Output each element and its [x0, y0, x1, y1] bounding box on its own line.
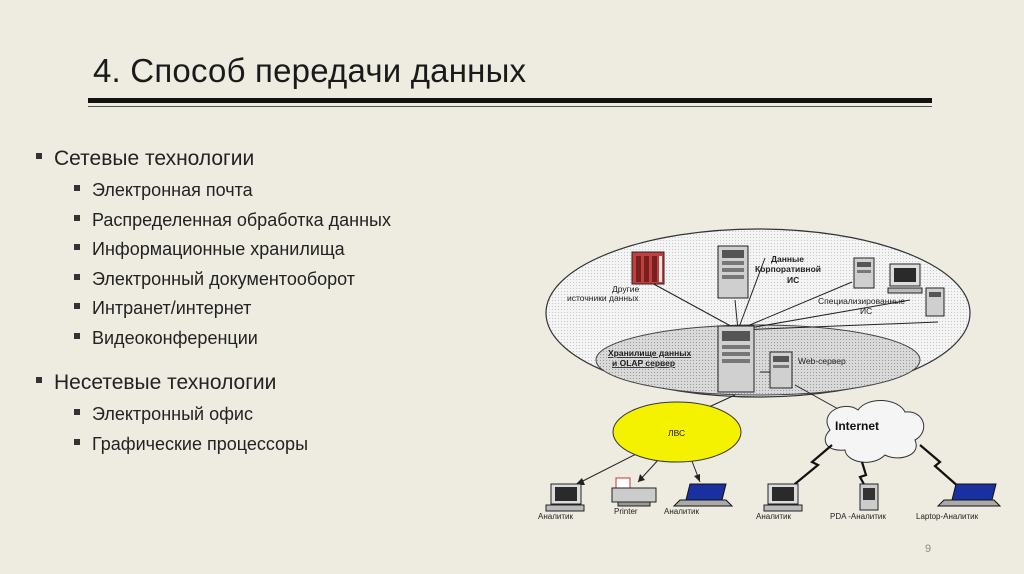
- specialized-label-2: ИС: [860, 306, 872, 316]
- wireless-links: [789, 444, 961, 489]
- bullet-marker: [74, 439, 80, 446]
- device-label-printer: Printer: [614, 507, 638, 516]
- workstation-monitor-icon: [763, 483, 803, 512]
- lan-ellipse: [612, 401, 742, 463]
- bullet-marker: [74, 409, 80, 416]
- workstation-monitor-icon: [545, 483, 585, 512]
- warehouse-label-1: Хранилище данных: [608, 348, 691, 358]
- bullet-item: Интранет/интернет: [74, 298, 251, 319]
- other-sources-label-2: источники данных: [567, 293, 639, 303]
- bullet-marker: [74, 303, 80, 310]
- server-tower-icon: [717, 325, 755, 393]
- bullet-marker: [36, 377, 42, 384]
- bullet-marker: [74, 244, 80, 251]
- bullet-marker: [74, 333, 80, 340]
- bullet-item-text: Графические процессоры: [92, 434, 308, 454]
- server-tower-icon: [717, 245, 749, 299]
- bullet-marker: [74, 215, 80, 222]
- bullet-item: Информационные хранилища: [74, 239, 345, 260]
- server-tower-icon: [769, 351, 793, 389]
- corporate-data-label-1: Данные: [771, 254, 804, 264]
- bullet-item: Видеоконференции: [74, 328, 258, 349]
- pda-icon: [859, 483, 879, 511]
- device-label-laptop: Laptop-Аналитик: [916, 512, 979, 521]
- bullet-item: Электронный документооборот: [74, 269, 355, 290]
- specialized-label-1: Специализированные: [818, 296, 905, 306]
- internet-label: Internet: [835, 419, 879, 433]
- database-rack-icon: [631, 251, 665, 285]
- bullet-item: Графические процессоры: [74, 434, 308, 455]
- device-label-analyst1: Аналитик: [538, 512, 573, 521]
- bullet-section-network: Сетевые технологии: [36, 147, 254, 171]
- bullet-marker: [36, 153, 42, 160]
- bullet-item: Электронный офис: [74, 404, 253, 425]
- section-heading: Несетевые технологии: [54, 371, 277, 394]
- bullet-item-text: Видеоконференции: [92, 328, 258, 348]
- laptop-icon: [936, 483, 1002, 507]
- corporate-data-label-3: ИС: [787, 275, 799, 285]
- printer-icon: [611, 477, 657, 507]
- workstation-monitor-icon: [887, 263, 923, 294]
- bullet-item: Распределенная обработка данных: [74, 210, 391, 231]
- bullet-item: Электронная почта: [74, 180, 253, 201]
- device-label-pda: PDA -Аналитик: [830, 512, 886, 521]
- page-number: 9: [925, 543, 932, 555]
- internet-cloud-icon: [824, 400, 925, 463]
- bullet-item-text: Электронный офис: [92, 404, 253, 424]
- device-label-analyst2: Аналитик: [664, 507, 699, 516]
- bullet-marker: [74, 185, 80, 192]
- lan-label: ЛВС: [668, 428, 685, 438]
- bullet-section-offline: Несетевые технологии: [36, 371, 276, 395]
- bullet-marker: [74, 274, 80, 281]
- page-title: 4. Способ передачи данных: [93, 52, 527, 89]
- other-sources-label-1: Другие: [612, 284, 639, 294]
- server-tower-icon: [853, 257, 875, 289]
- section-heading: Сетевые технологии: [54, 147, 255, 170]
- title-divider-thick: [88, 98, 932, 103]
- bullet-item-text: Информационные хранилища: [92, 239, 345, 259]
- inner-warehouse-ellipse: [595, 324, 921, 396]
- bullet-item-text: Распределенная обработка данных: [92, 210, 391, 230]
- bullet-item-text: Электронный документооборот: [92, 269, 356, 289]
- server-tower-icon: [925, 287, 945, 317]
- warehouse-label-2: и OLAP сервер: [612, 358, 675, 368]
- web-server-label: Web-сервер: [798, 356, 846, 366]
- device-label-analyst3: Аналитик: [756, 512, 791, 521]
- title-divider-thin: [88, 106, 932, 107]
- bullet-item-text: Электронная почта: [92, 180, 253, 200]
- corporate-data-label-2: Корпоративной: [755, 264, 821, 274]
- bullet-item-text: Интранет/интернет: [92, 298, 252, 318]
- laptop-icon: [672, 483, 734, 507]
